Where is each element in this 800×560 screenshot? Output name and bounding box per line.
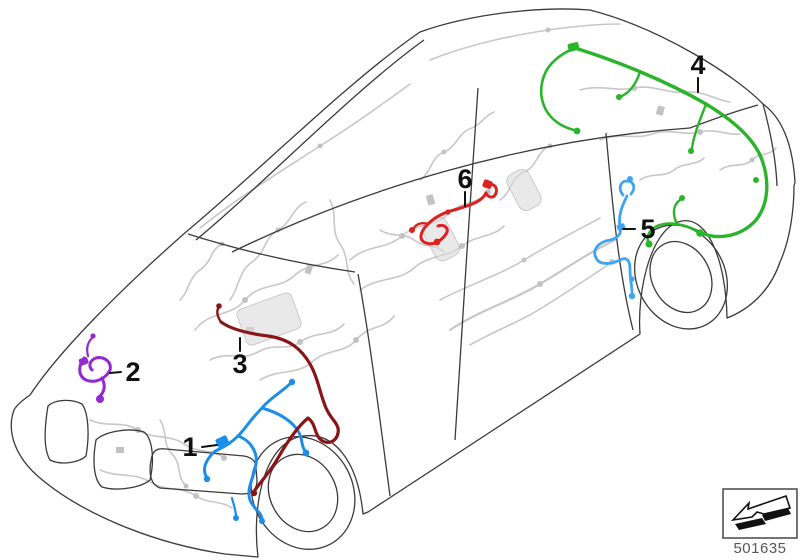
car-silhouette [10,8,796,558]
car-body-outline [10,8,796,558]
front-wheel-rim [267,453,339,533]
harness-3 [216,303,340,497]
callout-1[interactable]: 1 [182,432,218,462]
callout-1-leader [201,444,218,448]
callout-1-label[interactable]: 1 [182,432,197,462]
callout-2-label[interactable]: 2 [125,357,140,387]
headlight-outline [149,448,258,495]
front-door-seam [357,273,391,497]
direction-arrow-icon [730,494,792,530]
callout-4-label[interactable]: 4 [690,50,705,80]
harness-6 [409,179,498,246]
callout-2[interactable]: 2 [109,357,141,387]
callout-5[interactable]: 5 [622,214,656,244]
front-wheel-tire [250,436,356,550]
b-pillar-seam [454,87,479,441]
harness-1 [202,378,310,524]
callout-5-label[interactable]: 5 [640,214,655,244]
kidney-grille-left [44,399,89,464]
callout-3-label[interactable]: 3 [232,349,247,379]
callout-3[interactable]: 3 [232,337,248,379]
callout-2-leader [109,371,122,374]
harness-5 [593,176,636,300]
document-number: 501635 [733,540,786,557]
callout-6[interactable]: 6 [457,164,473,207]
beltline [231,127,691,253]
callouts: 1 2 3 4 5 6 [109,50,706,462]
cowl-line [187,233,356,273]
rear-wheel-rim [649,240,713,314]
rear-door-seam [605,132,634,331]
callout-6-label[interactable]: 6 [457,164,472,194]
windshield-line [195,39,425,241]
harness-2 [78,333,112,403]
rear-wheel-tire [633,224,729,330]
harness-4 [539,42,769,248]
trunk-seam [762,103,778,187]
kidney-grille-right [93,429,154,490]
callout-4[interactable]: 4 [690,50,706,93]
background-wiring-connectors [116,27,755,499]
legend-box [722,488,798,539]
